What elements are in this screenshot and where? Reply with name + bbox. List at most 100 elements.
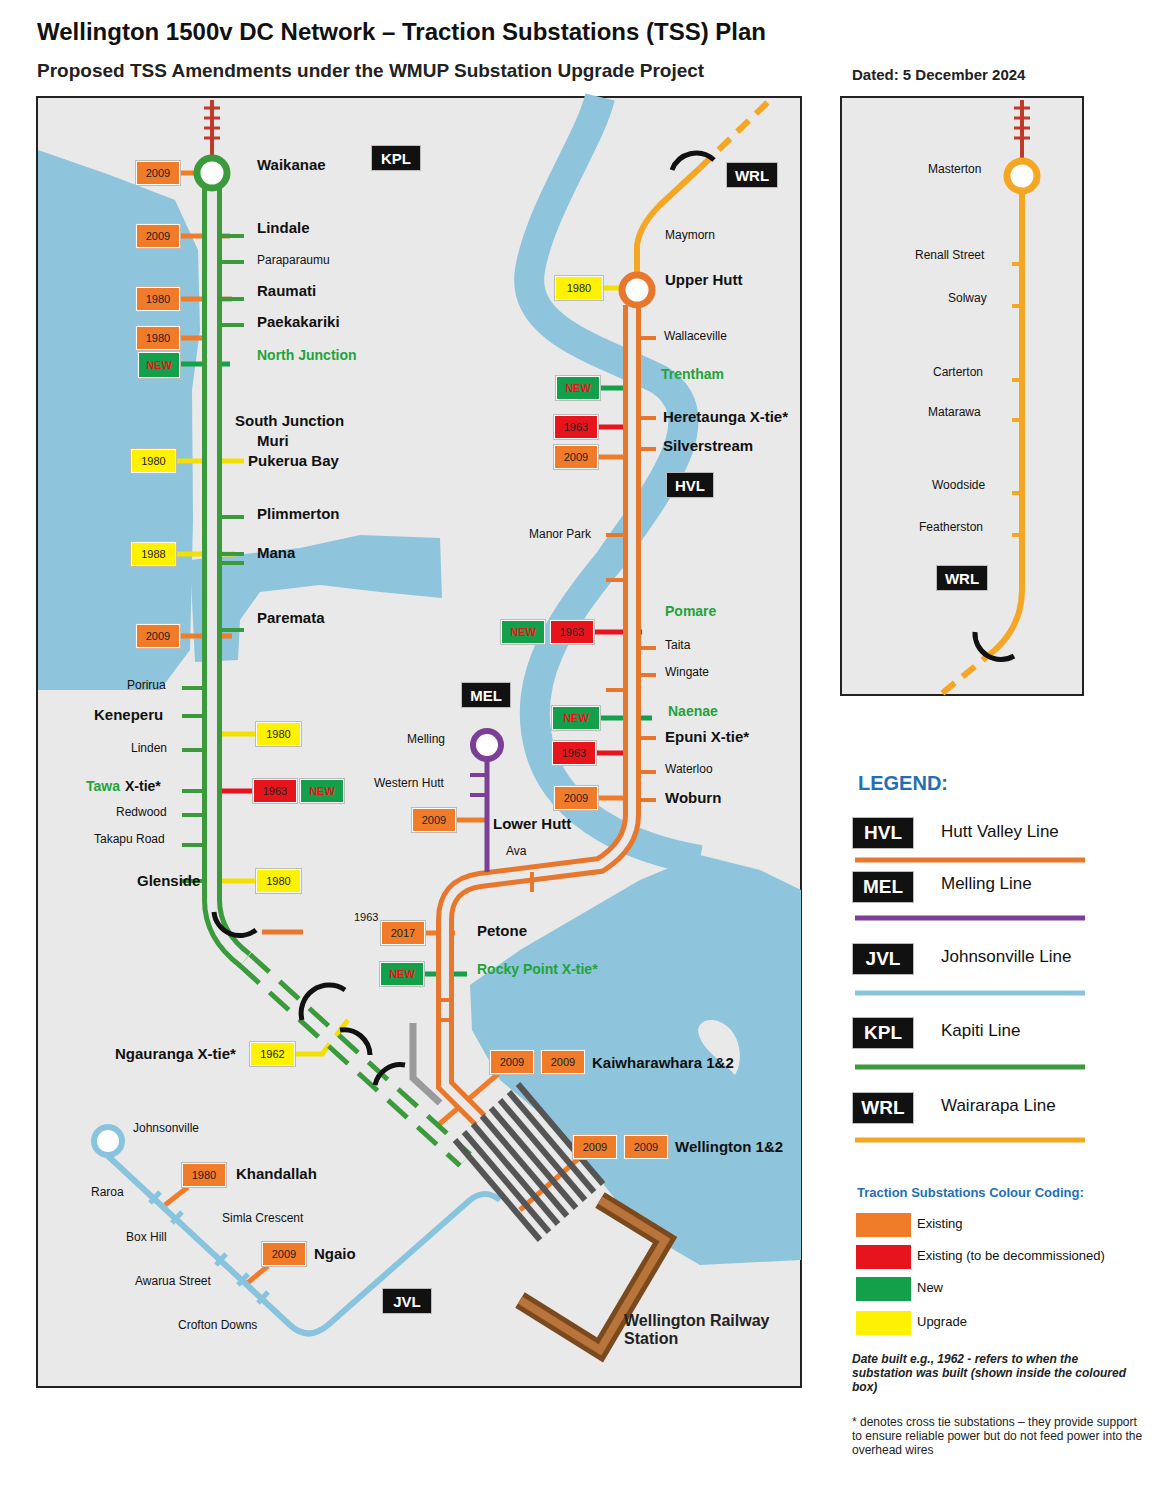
substation-box: 2009 bbox=[136, 624, 180, 648]
leader-line bbox=[456, 818, 487, 823]
station-name: Naenae bbox=[668, 703, 718, 719]
station-tick bbox=[222, 260, 244, 264]
legend-text: Existing (to be decommissioned) bbox=[917, 1249, 1105, 1264]
legend-text: Upgrade bbox=[917, 1315, 967, 1330]
station-name: Paremata bbox=[257, 609, 325, 626]
station-name: Melling bbox=[407, 733, 445, 747]
station-tick bbox=[222, 297, 244, 301]
line-badge: JVL bbox=[853, 944, 913, 974]
station-name: Paraparaumu bbox=[257, 254, 330, 268]
build-year: 2017 bbox=[391, 927, 415, 939]
substation-box: 1980 bbox=[256, 869, 301, 893]
station-tick bbox=[440, 998, 450, 1002]
station-name: Crofton Downs bbox=[178, 1319, 257, 1333]
station-tick bbox=[222, 515, 244, 519]
legend-line-sample bbox=[855, 1138, 1085, 1143]
substation-box: 2009 bbox=[412, 808, 456, 832]
line-badge: HVL bbox=[667, 473, 713, 497]
station-name: Wingate bbox=[665, 666, 709, 680]
station-tick bbox=[640, 798, 656, 802]
station-tick bbox=[640, 736, 656, 740]
substation-box: 2009 bbox=[554, 786, 598, 810]
legend-text: Hutt Valley Line bbox=[941, 822, 1059, 842]
substation-box: 1980 bbox=[136, 326, 180, 350]
substation-box: 2009 bbox=[624, 1135, 668, 1159]
substation-box: 2009 bbox=[136, 224, 180, 248]
build-year: 2009 bbox=[634, 1141, 658, 1153]
substation-box: NEW bbox=[380, 962, 424, 986]
build-year: 1980 bbox=[141, 455, 165, 467]
station-tick bbox=[216, 1254, 226, 1265]
substation-box: 2017 bbox=[381, 921, 425, 945]
line-badge: MEL bbox=[853, 872, 913, 902]
station-name: Taita bbox=[665, 639, 690, 653]
legend-text: Kapiti Line bbox=[941, 1021, 1020, 1041]
station-name: Takapu Road bbox=[94, 833, 165, 847]
line-code: JVL bbox=[393, 1293, 421, 1310]
station-tick bbox=[182, 789, 204, 793]
inset-frame bbox=[841, 97, 1083, 695]
station-name: Western Hutt bbox=[374, 777, 444, 791]
station-name: Keneperu bbox=[94, 706, 163, 723]
line-badge: HVL bbox=[853, 818, 913, 848]
water bbox=[38, 150, 801, 1265]
station-tick bbox=[222, 628, 244, 632]
legend-note: Traction Substations Colour Coding: bbox=[857, 1186, 1084, 1201]
legend-text: New bbox=[917, 1281, 943, 1296]
line-badge: KPL bbox=[853, 1018, 913, 1048]
legend-line-sample bbox=[855, 916, 1085, 921]
substation-box: 2009 bbox=[490, 1050, 534, 1074]
legend-note: * denotes cross tie substations – they p… bbox=[852, 1416, 1147, 1457]
legend-text: Melling Line bbox=[941, 874, 1032, 894]
subtitle: Proposed TSS Amendments under the WMUP S… bbox=[37, 60, 704, 82]
station-name: Pukerua Bay bbox=[248, 452, 339, 469]
station-name: X-tie* bbox=[125, 778, 161, 794]
build-year: 1963 bbox=[562, 747, 586, 759]
build-year: 1962 bbox=[260, 1048, 284, 1060]
legend-line-sample bbox=[855, 991, 1085, 996]
legend-line-sample bbox=[855, 858, 1085, 863]
substation-box: 2009 bbox=[573, 1135, 617, 1159]
station-tick bbox=[640, 673, 656, 677]
legend-swatch bbox=[856, 1245, 911, 1269]
line-code: HVL bbox=[675, 477, 705, 494]
station-name: Epuni X-tie* bbox=[665, 728, 749, 745]
station-tick bbox=[182, 843, 204, 847]
line-code: WRL bbox=[861, 1097, 904, 1119]
station-name: Redwood bbox=[116, 806, 167, 820]
station-name: Silverstream bbox=[663, 437, 753, 454]
station-name: Heretaunga X-tie* bbox=[663, 408, 788, 425]
build-year: 1988 bbox=[141, 548, 165, 560]
line-badge: WRL bbox=[727, 163, 777, 187]
substation-box: 1980 bbox=[131, 449, 176, 473]
substation-box: 1963 bbox=[552, 741, 596, 765]
line-code: WRL bbox=[735, 167, 769, 184]
line-badge: WRL bbox=[853, 1093, 913, 1123]
subtitle: Dated: 5 December 2024 bbox=[852, 66, 1025, 83]
line-code: KPL bbox=[864, 1022, 902, 1044]
line-code: WRL bbox=[945, 570, 979, 587]
station-name: South Junction bbox=[235, 412, 344, 429]
substation-box: NEW bbox=[556, 376, 600, 400]
station-tick bbox=[222, 234, 244, 238]
build-year: 1963 bbox=[560, 626, 584, 638]
station-name: Solway bbox=[948, 292, 987, 306]
station-tick bbox=[182, 714, 204, 718]
station-name: Featherston bbox=[919, 521, 983, 535]
station-name: Rocky Point X-tie* bbox=[477, 961, 598, 977]
build-year: NEW bbox=[389, 968, 415, 980]
substation-box: 1988 bbox=[131, 542, 176, 566]
station-name: Khandallah bbox=[236, 1165, 317, 1182]
legend-text: Johnsonville Line bbox=[941, 947, 1071, 967]
legend-note: LEGEND: bbox=[858, 772, 948, 795]
station-tick bbox=[172, 1212, 182, 1223]
station-name: Maymorn bbox=[665, 229, 715, 243]
legend-swatch bbox=[856, 1213, 911, 1237]
line-code: HVL bbox=[864, 822, 902, 844]
build-year: 1980 bbox=[146, 293, 170, 305]
build-year: 1963 bbox=[564, 421, 588, 433]
station-tick bbox=[182, 748, 204, 752]
line-code: MEL bbox=[863, 876, 903, 898]
map-title: Wellington 1500v DC Network – Traction S… bbox=[37, 18, 766, 46]
leader-line bbox=[165, 1187, 188, 1205]
